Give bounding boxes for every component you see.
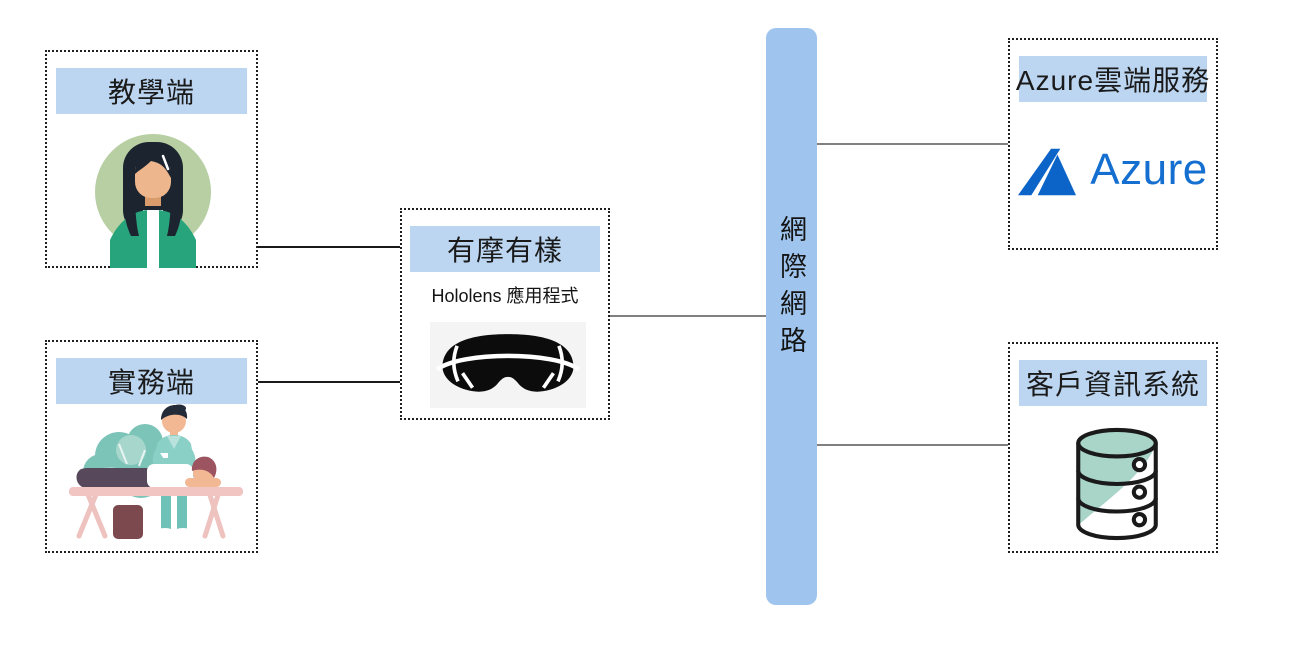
node-teaching-title: 教學端	[56, 68, 247, 114]
node-app-title: 有摩有樣	[410, 226, 600, 272]
massage-therapy-icon	[57, 404, 272, 549]
node-teaching: 教學端	[45, 50, 258, 268]
node-customer: 客戶資訊系統	[1008, 342, 1218, 553]
node-customer-title: 客戶資訊系統	[1019, 360, 1207, 406]
azure-wordmark: Azure	[1090, 145, 1208, 194]
internet-bar: 網際網路	[766, 28, 817, 605]
node-practice: 實務端	[45, 340, 258, 553]
teacher-avatar-icon	[90, 128, 216, 268]
azure-logo: Azure	[1010, 136, 1216, 208]
azure-mark-icon	[1018, 148, 1077, 196]
node-app-subtitle: Hololens 應用程式	[431, 286, 579, 306]
connector-app-internet	[610, 315, 766, 317]
node-azure-title: Azure雲端服務	[1016, 56, 1209, 102]
node-practice-title: 實務端	[56, 358, 247, 404]
node-app: 有摩有樣 Hololens 應用程式	[400, 208, 610, 420]
connector-teaching-app	[258, 246, 400, 248]
connector-practice-app	[258, 381, 400, 383]
connector-internet-customer	[817, 444, 1008, 446]
hololens-headset-icon	[430, 322, 586, 408]
internet-label: 網際網路	[776, 214, 806, 363]
database-icon	[1066, 424, 1168, 546]
connector-internet-azure	[817, 143, 1008, 145]
node-azure: Azure雲端服務 Azure	[1008, 38, 1218, 250]
